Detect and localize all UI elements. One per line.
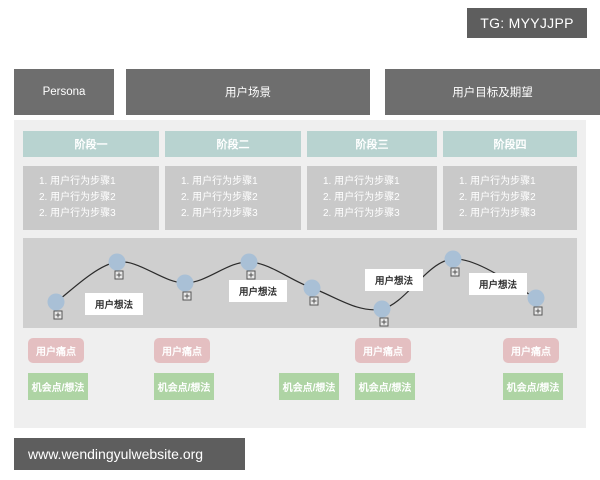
steps-box-3[interactable]: 1. 用户行为步骤1 2. 用户行为步骤2 2. 用户行为步骤3 — [307, 166, 437, 230]
step-line: 2. 用户行为步骤3 — [323, 208, 400, 219]
add-node-plus-icon[interactable] — [533, 306, 543, 316]
pain-point-chip-4[interactable]: 用户痛点 — [503, 338, 559, 363]
add-node-plus-icon[interactable] — [450, 267, 460, 277]
footer-url-banner: www.wendingyulwebsite.org — [14, 438, 245, 470]
emotion-node-6[interactable] — [373, 300, 391, 318]
step-line: 1. 用户行为步骤1 — [181, 176, 258, 187]
header-card-user-scenario[interactable]: 用户场景 — [126, 69, 370, 115]
step-line: 1. 用户行为步骤1 — [459, 176, 536, 187]
opportunity-chip-2[interactable]: 机会点/想法 — [154, 373, 214, 400]
pain-point-chip-3[interactable]: 用户痛点 — [355, 338, 411, 363]
step-line: 2. 用户行为步骤2 — [459, 192, 536, 203]
step-line: 2. 用户行为步骤3 — [39, 208, 116, 219]
opportunity-chip-5[interactable]: 机会点/想法 — [503, 373, 563, 400]
step-line: 2. 用户行为步骤2 — [323, 192, 400, 203]
user-thought-box-2[interactable]: 用户想法 — [228, 280, 288, 302]
add-node-plus-icon[interactable] — [182, 291, 192, 301]
step-line: 2. 用户行为步骤3 — [181, 208, 258, 219]
step-line: 2. 用户行为步骤2 — [39, 192, 116, 203]
add-node-plus-icon[interactable] — [246, 270, 256, 280]
stage-box-3[interactable]: 阶段三 — [307, 131, 437, 157]
opportunity-chip-3[interactable]: 机会点/想法 — [279, 373, 339, 400]
step-line: 1. 用户行为步骤1 — [39, 176, 116, 187]
emotion-node-5[interactable] — [303, 279, 321, 297]
user-thought-box-1[interactable]: 用户想法 — [84, 293, 144, 315]
steps-box-4[interactable]: 1. 用户行为步骤1 2. 用户行为步骤2 2. 用户行为步骤3 — [443, 166, 577, 230]
add-node-plus-icon[interactable] — [114, 270, 124, 280]
emotion-node-2[interactable] — [108, 253, 126, 271]
add-node-plus-icon[interactable] — [53, 310, 63, 320]
tg-badge: TG: MYYJJPP — [467, 8, 587, 38]
header-card-persona[interactable]: Persona — [14, 69, 114, 115]
emotion-node-8[interactable] — [527, 289, 545, 307]
emotion-node-1[interactable] — [47, 293, 65, 311]
opportunity-chip-4[interactable]: 机会点/想法 — [355, 373, 415, 400]
steps-box-2[interactable]: 1. 用户行为步骤1 2. 用户行为步骤2 2. 用户行为步骤3 — [165, 166, 301, 230]
emotion-node-4[interactable] — [240, 253, 258, 271]
pain-point-chip-2[interactable]: 用户痛点 — [154, 338, 210, 363]
header-card-user-goals[interactable]: 用户目标及期望 — [385, 69, 600, 115]
stage-box-4[interactable]: 阶段四 — [443, 131, 577, 157]
pain-point-chip-1[interactable]: 用户痛点 — [28, 338, 84, 363]
step-line: 2. 用户行为步骤2 — [181, 192, 258, 203]
emotion-curve-band: 用户想法用户想法用户想法用户想法 — [23, 238, 577, 328]
user-thought-box-3[interactable]: 用户想法 — [364, 269, 424, 291]
emotion-node-3[interactable] — [176, 274, 194, 292]
emotion-node-7[interactable] — [444, 250, 462, 268]
steps-box-1[interactable]: 1. 用户行为步骤1 2. 用户行为步骤2 2. 用户行为步骤3 — [23, 166, 159, 230]
stage-box-1[interactable]: 阶段一 — [23, 131, 159, 157]
add-node-plus-icon[interactable] — [379, 317, 389, 327]
opportunity-chip-1[interactable]: 机会点/想法 — [28, 373, 88, 400]
step-line: 1. 用户行为步骤1 — [323, 176, 400, 187]
add-node-plus-icon[interactable] — [309, 296, 319, 306]
journey-map-panel: 阶段一 阶段二 阶段三 阶段四 1. 用户行为步骤1 2. 用户行为步骤2 2.… — [14, 120, 586, 428]
step-line: 2. 用户行为步骤3 — [459, 208, 536, 219]
stage-box-2[interactable]: 阶段二 — [165, 131, 301, 157]
header-row: Persona 用户场景 用户目标及期望 — [14, 69, 600, 115]
user-thought-box-4[interactable]: 用户想法 — [468, 273, 528, 295]
